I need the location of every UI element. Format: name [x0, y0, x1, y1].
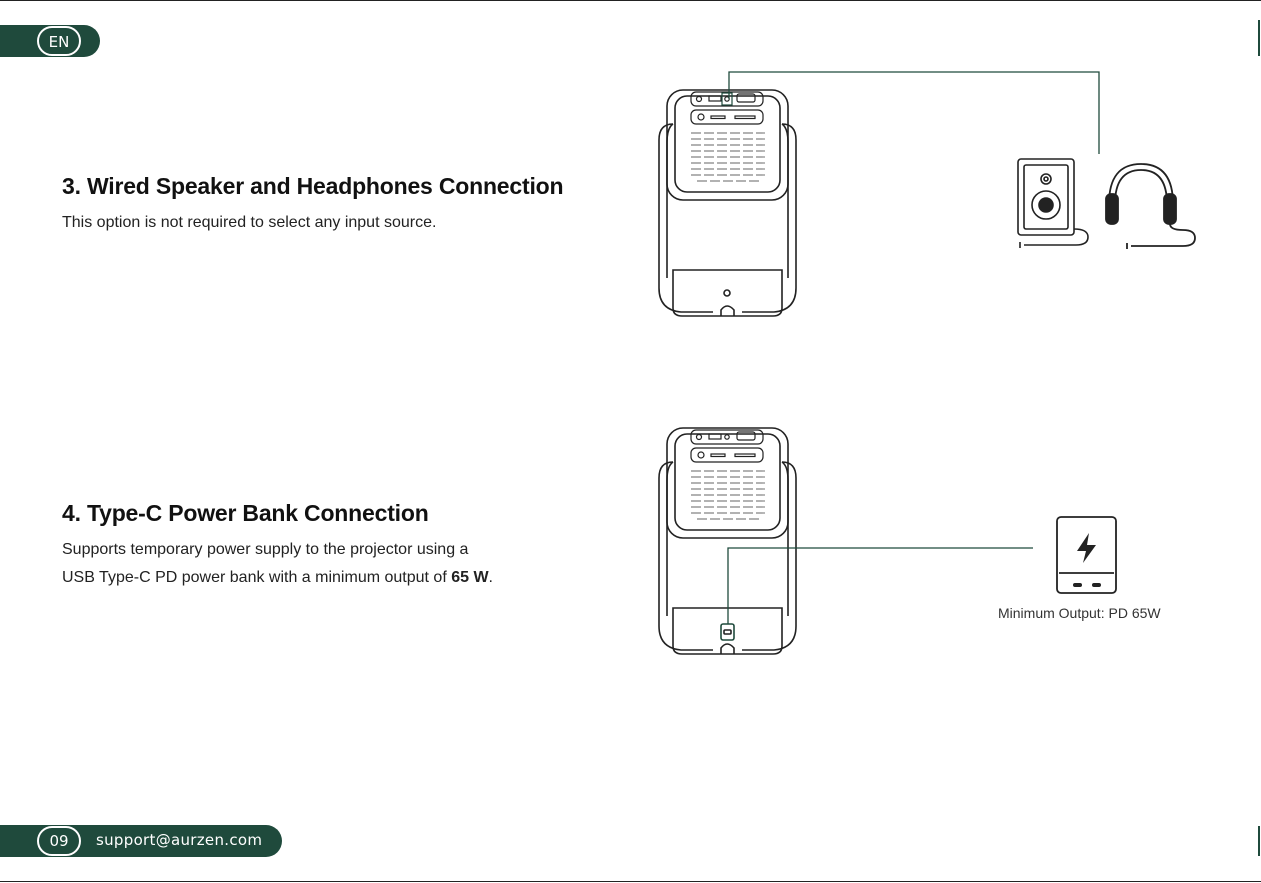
bottom-border: [0, 881, 1261, 882]
power-bank-icon: [1055, 515, 1119, 595]
section-4-description-line1: Supports temporary power supply to the p…: [62, 536, 468, 563]
language-badge: EN: [37, 26, 81, 56]
section-4-description-line2: USB Type-C PD power bank with a minimum …: [62, 564, 493, 591]
support-email-link[interactable]: support@aurzen.com: [96, 831, 262, 849]
line2-prefix: USB Type-C PD power bank with a minimum …: [62, 569, 451, 586]
speaker-icon: [1016, 157, 1094, 251]
headphones-icon: [1103, 160, 1199, 250]
edge-tab: [1258, 20, 1260, 56]
power-connector-line: [726, 547, 1036, 627]
top-border: [0, 0, 1261, 1]
page-number: 09: [37, 826, 81, 856]
lightning-icon: [1077, 533, 1096, 563]
line2-suffix: .: [489, 569, 493, 586]
section-3-title: 3. Wired Speaker and Headphones Connecti…: [62, 173, 563, 200]
section-4-title: 4. Type-C Power Bank Connection: [62, 500, 429, 527]
audio-connector-line: [727, 71, 1102, 156]
power-bank-caption: Minimum Output: PD 65W: [998, 605, 1161, 621]
min-output-value: 65 W: [451, 569, 488, 586]
section-3-description: This option is not required to select an…: [62, 209, 436, 236]
edge-tab: [1258, 826, 1260, 856]
